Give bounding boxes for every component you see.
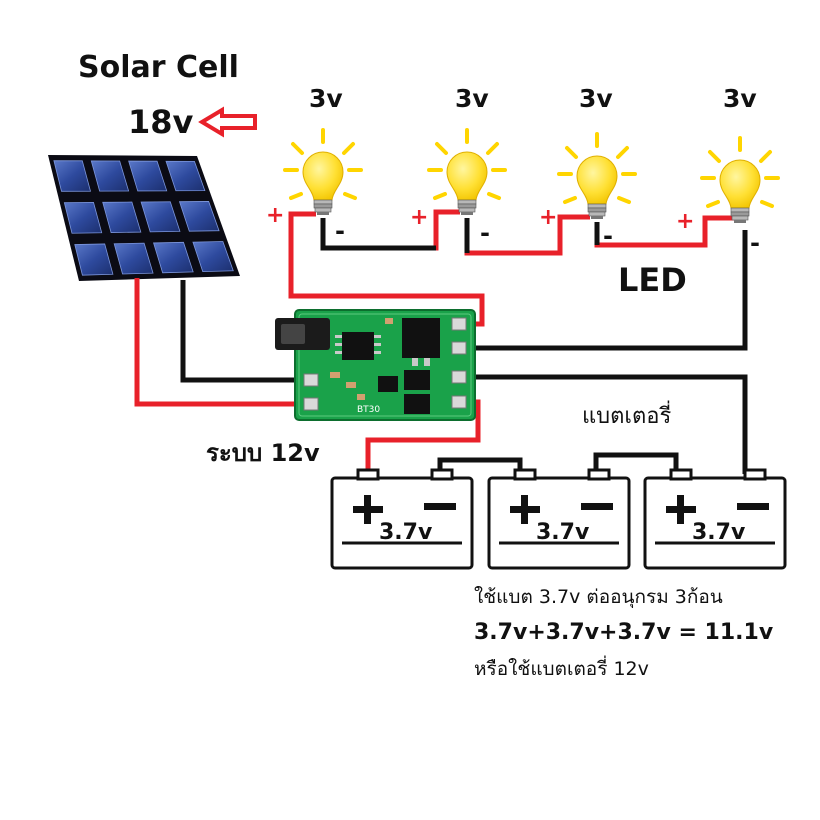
battery-3-voltage: 3.7v	[692, 520, 746, 545]
bulb-3-minus: -	[603, 222, 613, 250]
bulb-1-minus: -	[335, 217, 345, 245]
plus-terminal-icon	[353, 495, 383, 524]
battery-cell	[487, 468, 631, 570]
solar-cell	[113, 242, 154, 275]
plus-terminal-icon	[510, 495, 540, 524]
solar-cell	[63, 201, 103, 234]
light-bulb-icon	[700, 136, 780, 225]
bulb-3-plus: +	[539, 205, 558, 230]
note-series-batteries: ใช้แบต 3.7v ต่ออนุกรม 3ก้อน	[474, 586, 723, 608]
solar-cell-title: Solar Cell	[78, 50, 239, 85]
led-label: LED	[618, 261, 687, 299]
solar-cell	[165, 160, 206, 192]
mosfet-component	[402, 318, 440, 358]
light-bulb-icon	[557, 132, 637, 221]
battery-label: แบตเตอรี่	[582, 404, 672, 429]
light-bulb-icon	[283, 128, 363, 217]
batteries	[330, 468, 787, 570]
minus-terminal-icon	[424, 503, 456, 510]
minus-terminal-icon	[737, 503, 769, 510]
bulb-2-plus: +	[410, 205, 429, 230]
charge-module: BT30	[275, 309, 476, 421]
solar-cell	[192, 241, 234, 273]
solar-cell	[178, 201, 220, 232]
note-voltage-sum: 3.7v+3.7v+3.7v = 11.1v	[474, 620, 774, 645]
ic-chip	[342, 332, 374, 360]
system-voltage-label: ระบบ 12v	[206, 439, 320, 467]
solar-cell	[53, 160, 92, 192]
light-bulb-icon	[427, 128, 507, 217]
battery-1-voltage: 3.7v	[379, 520, 433, 545]
bulb-4-plus: +	[676, 209, 695, 234]
battery-cell	[643, 468, 787, 570]
arrow-left-icon	[198, 106, 257, 138]
bulb-4-voltage: 3v	[723, 84, 757, 113]
solar-cell	[153, 241, 194, 274]
solar-cell	[90, 160, 130, 192]
solar-voltage-label: 18v	[128, 103, 194, 141]
bulb-3-voltage: 3v	[579, 84, 613, 113]
solar-cell	[102, 201, 142, 233]
bulb-1-plus: +	[266, 203, 285, 228]
bulb-2-voltage: 3v	[455, 84, 489, 113]
bulb-4-minus: -	[750, 229, 760, 257]
note-alternative-battery: หรือใช้แบตเตอรี่ 12v	[474, 658, 649, 680]
battery-cell	[330, 468, 474, 570]
solar-panel	[48, 155, 240, 281]
battery-2-voltage: 3.7v	[536, 520, 590, 545]
minus-terminal-icon	[581, 503, 613, 510]
solar-cells	[53, 160, 234, 276]
bulb-2-minus: -	[480, 219, 490, 247]
plus-terminal-icon	[666, 495, 696, 524]
pcb-silkscreen: BT30	[357, 405, 380, 415]
solar-cell	[128, 160, 168, 192]
solar-cell	[74, 243, 114, 276]
bulbs	[283, 128, 780, 225]
bulb-1-voltage: 3v	[309, 84, 343, 113]
solar-cell	[140, 201, 181, 233]
